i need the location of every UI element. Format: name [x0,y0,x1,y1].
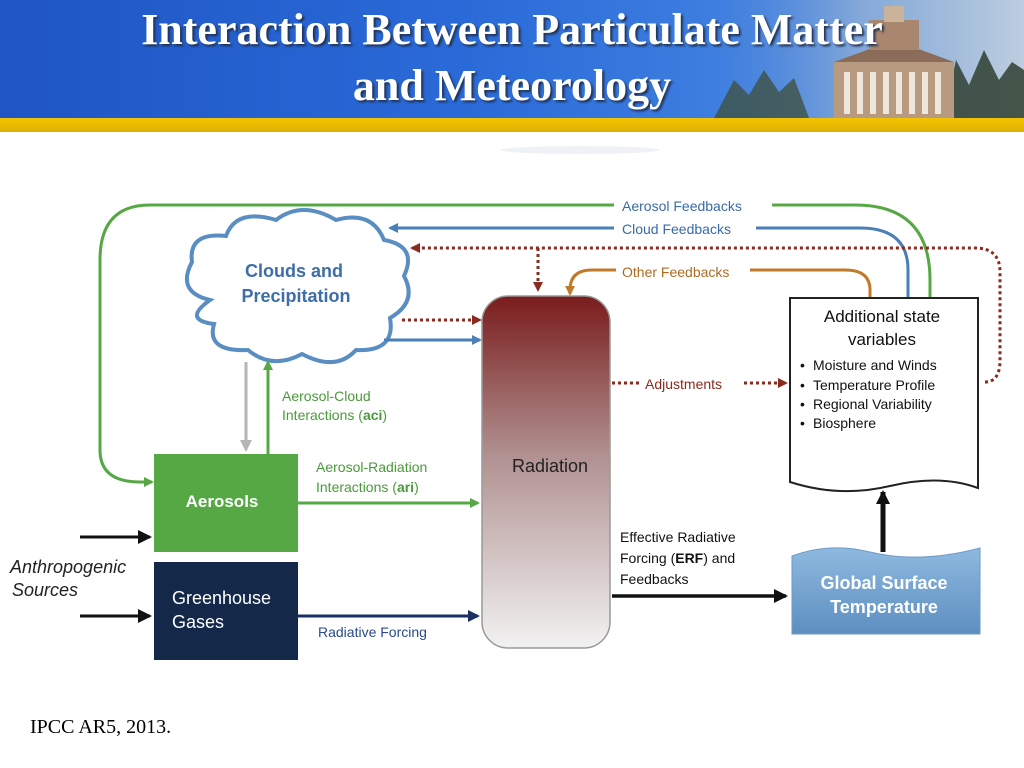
adjustments-label: Adjustments [645,376,722,392]
state-variables-bullet: • [800,377,805,393]
state-variables-bullet: • [800,415,805,431]
erf-label-line-3: Feedbacks [620,571,688,587]
anthropogenic-label-line-1: Anthropogenic [9,557,126,577]
climate-interaction-diagram: Aerosol Feedbacks Cloud Feedbacks Other … [9,146,1002,660]
background-swoosh [500,146,660,154]
greenhouse-gases-box [154,562,298,660]
aerosols-label: Aerosols [186,492,259,511]
global-temp-label-line-2: Temperature [830,597,938,617]
state-variables-document [789,297,979,493]
state-variable-item: Biosphere [813,415,876,431]
aci-label-line-2: Interactions (aci) [282,407,387,423]
erf-label-line-2: Forcing (ERF) and [620,550,735,566]
header-yellow-stripe [0,118,1024,132]
clouds-label-line-2: Precipitation [241,286,350,306]
slide-header: Interaction Between Particulate Matter a… [0,0,1024,122]
ari-label-line-1: Aerosol-Radiation [316,459,427,475]
ari-label-prefix: Interactions ( [316,479,397,495]
erf-label-suffix: ) and [703,550,735,566]
global-temp-label-line-1: Global Surface [820,573,947,593]
slide-title-line-1: Interaction Between Particulate Matter [141,5,883,54]
aci-label-prefix: Interactions ( [282,407,363,423]
other-feedbacks-label: Other Feedbacks [622,264,729,280]
radiation-label: Radiation [512,456,588,476]
aerosol-feedbacks-arrow [98,203,932,487]
erf-abbreviation: ERF [675,550,703,566]
state-variable-item: Temperature Profile [813,377,935,393]
state-variable-item: Moisture and Winds [813,357,937,373]
ghg-label-line-2: Gases [172,612,224,632]
erf-label-line-1: Effective Radiative [620,529,736,545]
aerosols-box [154,454,298,552]
global-surface-temperature-box [791,547,981,635]
aci-close-paren: ) [382,407,387,423]
aerosol-feedbacks-label: Aerosol Feedbacks [622,198,742,214]
ghg-label-line-1: Greenhouse [172,588,271,608]
ari-close-paren: ) [414,479,419,495]
state-variables-bullet: • [800,396,805,412]
campus-building-image [694,0,1024,118]
citation: IPCC AR5, 2013. [30,716,172,738]
clouds-label-line-1: Clouds and [245,261,343,281]
radiation-column [481,295,611,649]
state-variables-title-line-2: variables [848,330,916,349]
clouds-and-precipitation-cloud [185,208,411,364]
anthropogenic-label-line-2: Sources [12,580,78,600]
state-variables-title-line-1: Additional state [824,307,940,326]
state-variables-bullet: • [800,357,805,373]
radiative-feedback-dotted-arrow [410,243,1002,384]
cloud-feedbacks-label: Cloud Feedbacks [622,221,731,237]
aci-abbreviation: aci [363,407,382,423]
aci-label-line-1: Aerosol-Cloud [282,388,371,404]
slide-title: Interaction Between Particulate Matter a… [0,2,1024,114]
erf-label-prefix: Forcing ( [620,550,676,566]
radiative-forcing-label: Radiative Forcing [318,624,427,640]
state-variables-list: • Moisture and Winds • Temperature Profi… [800,357,937,431]
state-variable-item: Regional Variability [813,396,932,412]
ari-abbreviation: ari [397,479,414,495]
ari-label-line-2: Interactions (ari) [316,479,419,495]
slide-title-line-2: and Meteorology [352,61,672,110]
cloud-feedbacks-arrow [388,223,910,298]
